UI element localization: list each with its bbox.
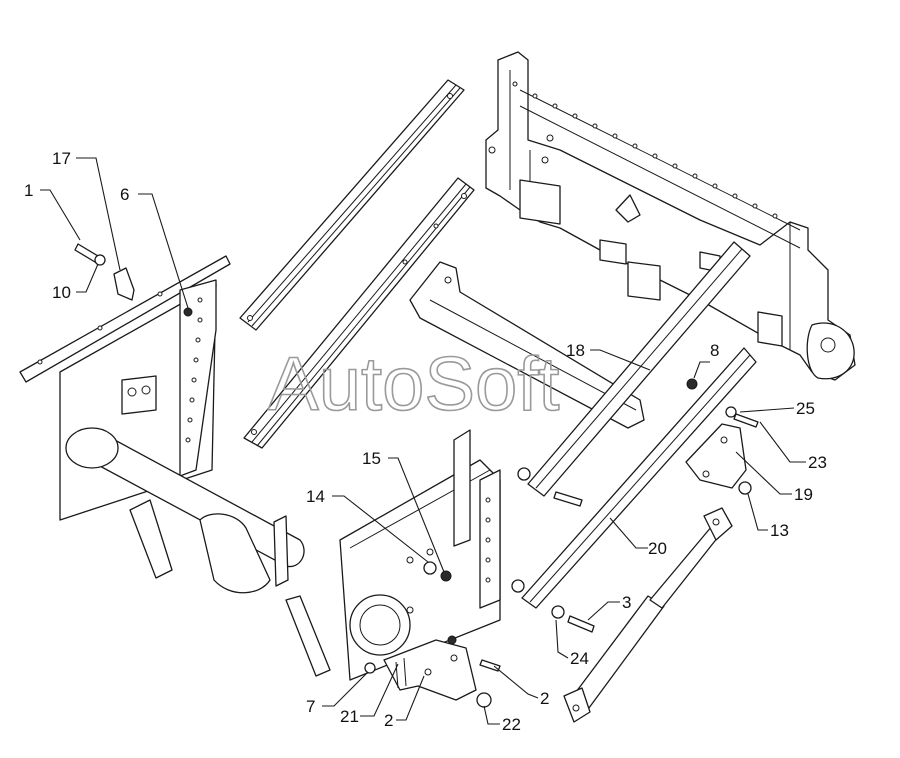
leader-lines (40, 157, 806, 725)
upper-rails (239, 79, 475, 449)
front-frame (19, 255, 501, 681)
callout-19: 19 (794, 485, 813, 504)
callout-13: 13 (770, 521, 789, 540)
lift-cylinder (563, 507, 733, 723)
clamp-bracket (113, 267, 135, 301)
callout-24: 24 (570, 649, 589, 668)
fasteners (74, 243, 759, 708)
callout-15: 15 (362, 449, 381, 468)
callout-18: 18 (566, 341, 585, 360)
callout-14: 14 (306, 487, 325, 506)
callout-7: 7 (306, 697, 315, 716)
bottom-bracket (383, 639, 477, 701)
callout-2a: 2 (540, 689, 549, 708)
callout-3: 3 (622, 593, 631, 612)
callout-23: 23 (808, 453, 827, 472)
callout-21: 21 (340, 707, 359, 726)
callout-25: 25 (796, 399, 815, 418)
callout-17: 17 (52, 149, 71, 168)
callout-20: 20 (648, 539, 667, 558)
side-beams (521, 241, 757, 609)
callout-2b: 2 (384, 711, 393, 730)
watermark-text: AutoSoft (268, 342, 560, 427)
callout-labels: 1 17 6 10 18 8 25 23 19 13 20 15 14 3 24… (24, 149, 827, 734)
cross-beam (409, 261, 645, 429)
callout-6: 6 (120, 185, 129, 204)
callout-22: 22 (502, 715, 521, 734)
callout-10: 10 (52, 283, 71, 302)
callout-8: 8 (710, 341, 719, 360)
callout-1: 1 (24, 181, 33, 200)
rear-frame (485, 51, 856, 381)
